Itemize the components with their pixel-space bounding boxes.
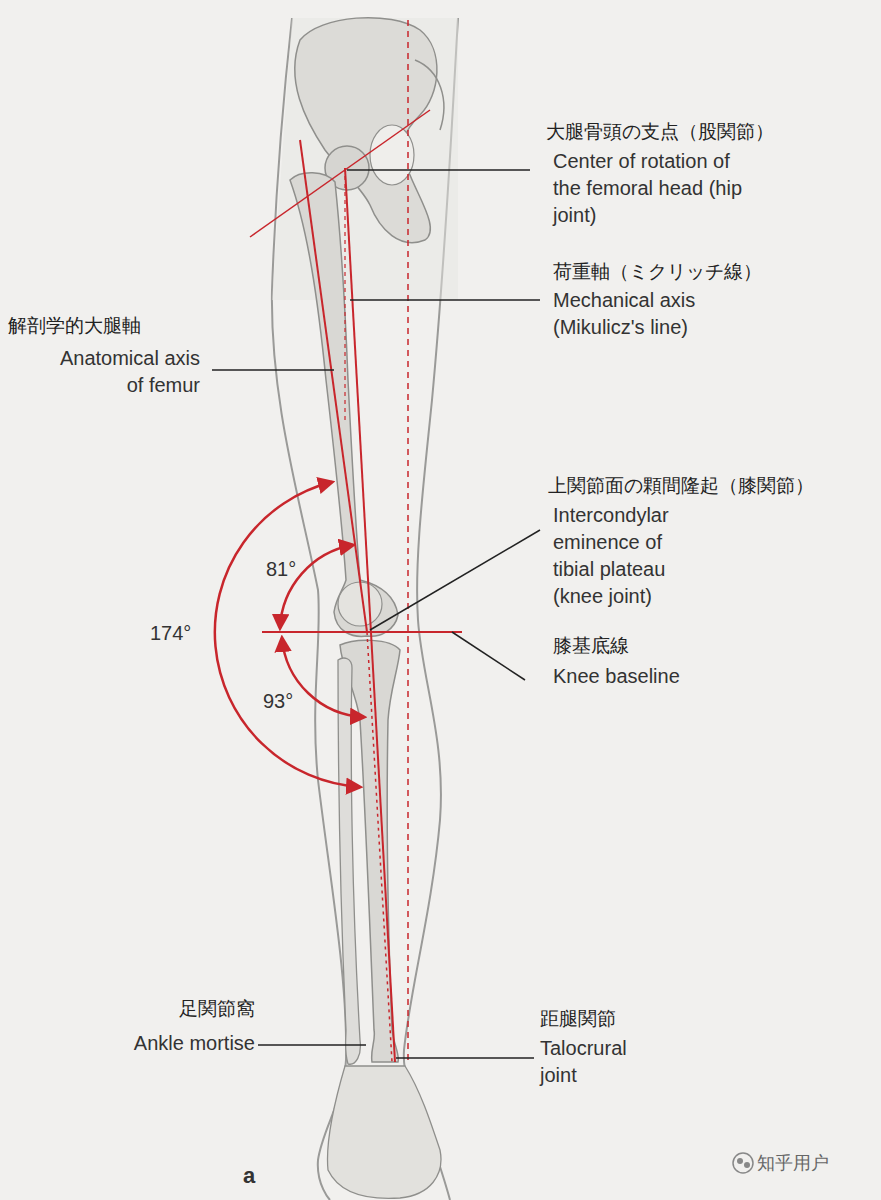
label-jp: 荷重軸（ミクリッチ線） xyxy=(553,258,853,285)
leader-lines xyxy=(212,170,540,1058)
label-jp: 大腿骨頭の支点（股関節） xyxy=(546,118,876,145)
label-en: Knee baseline xyxy=(553,663,753,690)
label-en: Talocrural joint xyxy=(540,1035,650,1089)
femur xyxy=(290,173,398,637)
hip-line xyxy=(250,110,430,237)
vertical-axis xyxy=(407,20,409,1062)
label-jp: 解剖学的大腿軸 xyxy=(8,312,168,339)
label-en: Intercondylar eminence of tibial plateau… xyxy=(553,502,703,610)
angle-arc xyxy=(215,482,360,787)
watermark-icon xyxy=(733,1153,753,1173)
angle-value: 81° xyxy=(266,556,316,583)
label-en: Ankle mortise xyxy=(120,1030,255,1057)
patella xyxy=(338,582,382,626)
knee-baseline xyxy=(262,631,462,633)
label-jp: 距腿関節 xyxy=(540,1005,740,1032)
angle-arc xyxy=(280,545,353,628)
label-jp: 足関節窩 xyxy=(140,995,255,1022)
angle-arc xyxy=(282,638,364,717)
label-en: Center of rotation of the femoral head (… xyxy=(553,148,743,229)
watermark: 知乎用户 xyxy=(757,1150,867,1177)
foot xyxy=(327,1066,440,1198)
label-en: Mechanical axis (Mikulicz's line) xyxy=(553,287,753,341)
label-jp: 膝基底線 xyxy=(553,632,753,659)
label-en: Anatomical axis of femur xyxy=(50,345,200,399)
tibial-axis xyxy=(367,632,392,1062)
fibula xyxy=(338,658,360,1064)
figure-letter: a xyxy=(243,1162,273,1189)
angle-value: 93° xyxy=(263,688,313,715)
mechanical-axis xyxy=(345,168,395,1062)
angle-value: 174° xyxy=(150,620,210,647)
label-jp: 上関節面の顆間隆起（膝関節） xyxy=(548,472,876,499)
